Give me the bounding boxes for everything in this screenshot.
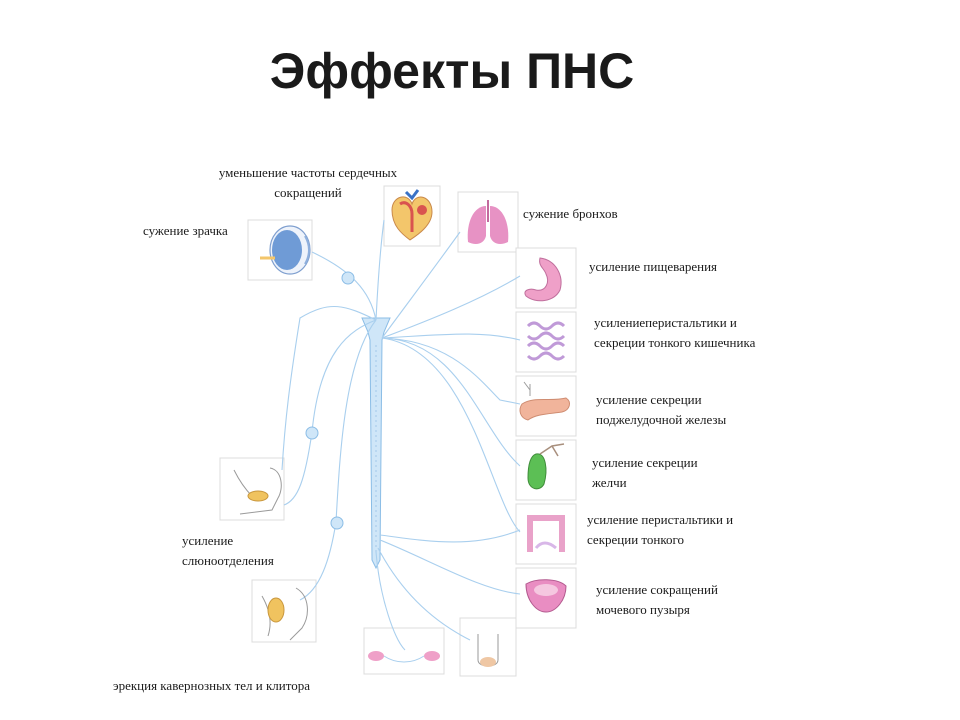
- small-intestine-icon: [526, 321, 566, 361]
- label-pancreas: усиление секреции поджелудочной железы: [596, 392, 727, 427]
- label-bladder: усиление сокращений мочевого пузыря: [596, 582, 718, 617]
- label-erection: эрекция кавернозных тел и клитора: [113, 678, 310, 693]
- gallbladder-icon: [527, 443, 565, 490]
- genital-box-male: [459, 617, 517, 677]
- small-intestine-box: [515, 311, 577, 373]
- label-colon: усиление перистальтики и секреции тонког…: [587, 512, 734, 547]
- genital-icon-female: [368, 651, 440, 663]
- heart-icon: [391, 189, 433, 241]
- label-lungs: сужение бронхов: [523, 206, 618, 221]
- label-eye: сужение зрачка: [143, 223, 228, 238]
- label-gallbladder: усиление секреции желчи: [592, 455, 698, 490]
- genital-icon-male: [477, 634, 499, 667]
- label-stomach: усиление пищеварения: [589, 259, 718, 274]
- ciliary-ganglion: [341, 271, 355, 285]
- salivary-head-icon-upper: [233, 467, 282, 515]
- eye-icon: [260, 225, 311, 275]
- otic-ganglion: [305, 426, 319, 440]
- salivary-box-upper: [219, 457, 285, 521]
- slide-title: Эффекты ПНС: [269, 43, 635, 99]
- label-heart: уменьшение частоты сердечных сокращений: [218, 165, 398, 200]
- label-salivation: усиление слюноотделения: [182, 533, 274, 568]
- genital-box-female: [363, 627, 445, 675]
- stomach-icon: [524, 257, 562, 302]
- salivary-head-icon-lower: [261, 587, 308, 641]
- submandibular-ganglion: [330, 516, 344, 530]
- spinal-cord: [361, 317, 391, 570]
- colon-icon: [527, 515, 565, 552]
- pancreas-icon: [519, 381, 570, 421]
- bladder-icon: [525, 579, 567, 613]
- lungs-icon: [467, 200, 509, 244]
- colon-box: [515, 503, 577, 565]
- label-small-intestine: усилениеперистальтики и секреции тонкого…: [594, 315, 756, 350]
